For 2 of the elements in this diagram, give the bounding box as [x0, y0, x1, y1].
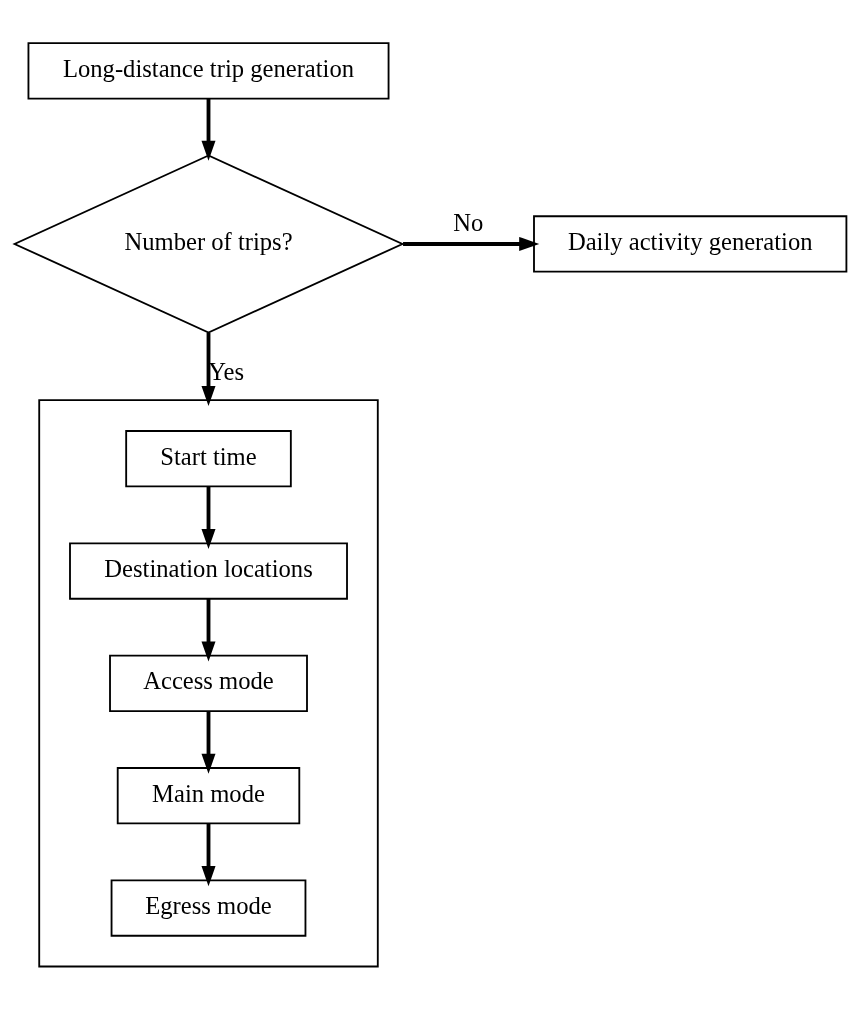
edge-label: Yes	[208, 357, 245, 385]
edge-label: No	[453, 208, 484, 236]
